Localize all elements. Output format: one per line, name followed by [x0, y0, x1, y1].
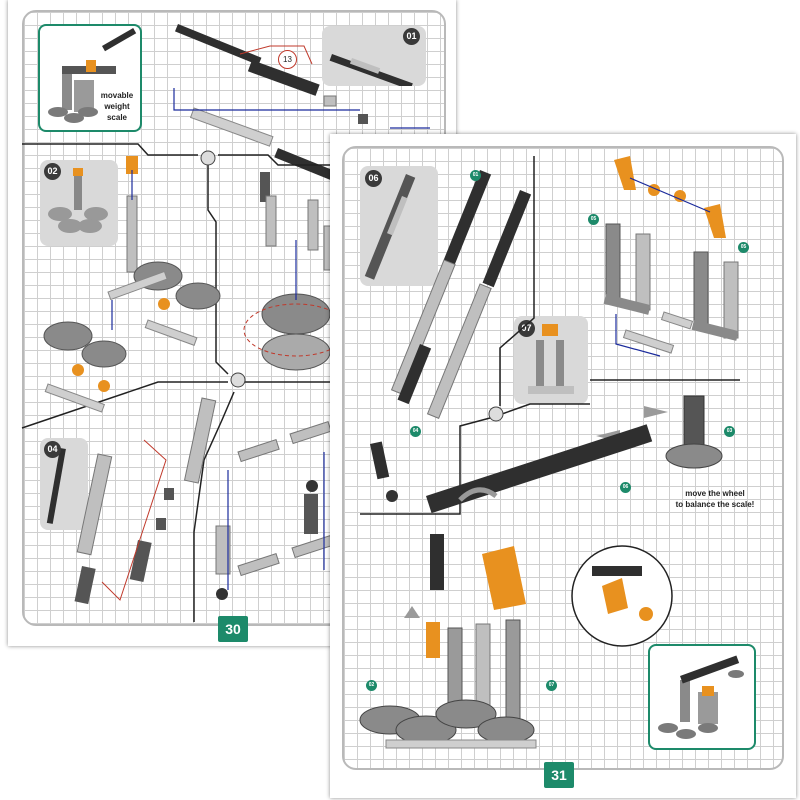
intro-caption: movable weight scale: [100, 91, 134, 122]
assembly-marker: 01: [470, 170, 481, 181]
intro-model-illustration: [48, 28, 137, 123]
step-02-wheels-illustration: [48, 168, 108, 233]
step-01-beam-illustration: [329, 54, 413, 86]
step-04-thumbnail: [40, 438, 88, 530]
step-04-assembly: [74, 397, 217, 605]
assembly-marker: 03: [724, 426, 735, 437]
step-05-assembly: [215, 421, 334, 600]
step-number: 06: [365, 170, 382, 187]
step-number: 07: [518, 320, 535, 337]
step-number: 04: [44, 441, 61, 458]
assembly-marker: 04: [410, 426, 421, 437]
assembly-marker: 02: [366, 680, 377, 691]
step-06-beam-illustration: [364, 174, 416, 280]
quantity-callout: 13: [278, 50, 297, 69]
assembly-marker: 05: [588, 214, 599, 225]
step-02-assembly: [43, 156, 221, 413]
step-number: 01: [403, 28, 420, 45]
final-assembly: [359, 424, 673, 749]
assembly-marker: 07: [546, 680, 557, 691]
right-section-dividers: [360, 156, 740, 515]
page-number-30: 30: [218, 616, 248, 642]
assembly-marker: 05: [738, 242, 749, 253]
page-number-31: 31: [544, 762, 574, 788]
step-06-thumbnail: [360, 166, 438, 286]
final-model-thumbnail: [648, 644, 756, 750]
step-number: 02: [44, 163, 61, 180]
step-01-assembly: [173, 23, 430, 182]
intro-thumbnail: movable weight scale: [38, 24, 142, 132]
step-07-frame-illustration: [528, 324, 574, 394]
step-07-thumbnail: [514, 316, 588, 404]
section-dividers: [21, 143, 344, 622]
assembly-marker: 06: [620, 482, 631, 493]
balance-instruction: move the wheel to balance the scale!: [675, 489, 755, 509]
final-model-illustration: [658, 655, 744, 739]
frame-assembly: [603, 156, 739, 357]
page-31: 06 01 04 05 05 07: [330, 134, 796, 798]
step-06-assembly: [370, 170, 532, 502]
step-04-axle-illustration: [46, 448, 66, 524]
wheel-assembly: [596, 395, 723, 469]
